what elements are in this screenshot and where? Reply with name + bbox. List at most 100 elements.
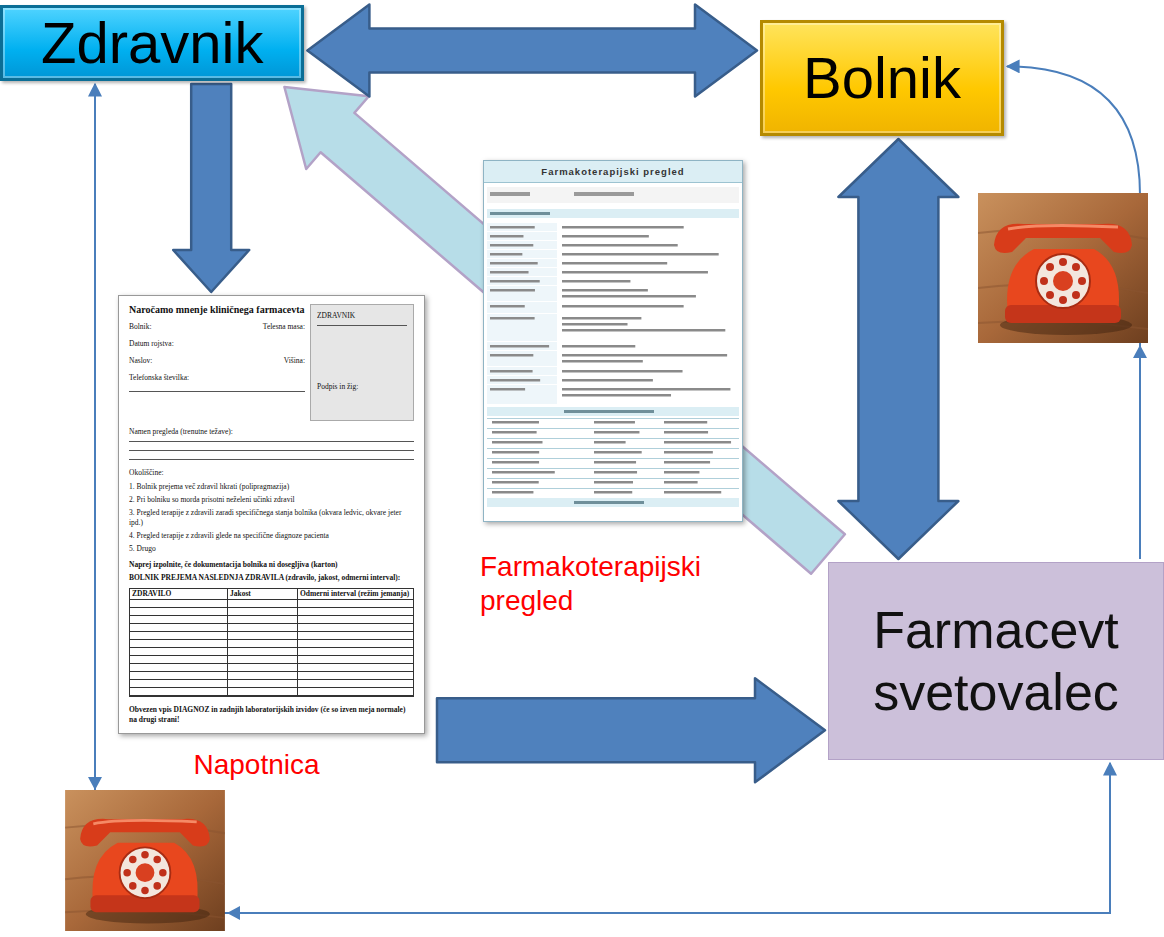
table-cell	[298, 640, 413, 648]
label-cell	[487, 351, 557, 366]
panel-space	[317, 392, 407, 414]
text-bar	[490, 271, 529, 274]
form-field: Telefonska številka:	[129, 373, 189, 383]
document-title: Farmakoterapijski pregled	[484, 161, 742, 183]
table-cell	[130, 616, 228, 624]
text-bar	[490, 253, 522, 256]
text-bar	[490, 262, 538, 265]
text-bar	[490, 388, 525, 391]
table-header: Jakost	[228, 589, 298, 600]
text-bar	[562, 226, 684, 229]
patient-box: Bolnik	[760, 20, 1004, 136]
box-label: Bolnik	[803, 47, 961, 109]
panel-space	[317, 334, 407, 382]
form-item: 1. Bolnik prejema več zdravil hkrati (po…	[129, 482, 414, 492]
section-band	[487, 209, 739, 218]
table-cell	[228, 656, 298, 664]
doctor-box: Zdravnik	[0, 5, 304, 81]
text-bar	[562, 253, 719, 256]
table-cell	[228, 640, 298, 648]
text-bar	[594, 431, 639, 434]
arrowhead	[1133, 345, 1147, 358]
table-cell	[228, 624, 298, 632]
text-bar	[562, 329, 725, 332]
block-arrow	[838, 139, 958, 559]
text-bar	[664, 451, 713, 454]
ruled-line	[129, 391, 305, 392]
label-cell	[487, 376, 557, 384]
form-field: Naslov:	[129, 356, 152, 366]
table-line	[487, 458, 739, 460]
ruled-line	[129, 441, 414, 442]
table-cell	[228, 672, 298, 680]
text-bar	[562, 379, 653, 382]
text-bar	[490, 212, 550, 215]
section-band	[487, 407, 739, 416]
text-bar	[492, 431, 537, 434]
label-cell	[487, 314, 557, 341]
form-note: BOLNIK PREJEMA NASLEDNJA ZDRAVILA (zdrav…	[129, 573, 414, 583]
table-cell	[130, 688, 228, 696]
text-bar	[562, 317, 641, 320]
form-row: Telefonska številka:	[129, 373, 305, 383]
text-bar	[562, 280, 630, 283]
label-cell	[487, 367, 557, 375]
text-bar	[562, 271, 708, 274]
text-bar	[594, 471, 637, 474]
text-bar	[562, 295, 696, 298]
text-bar	[562, 235, 649, 238]
text-bar	[490, 370, 533, 373]
table-cell	[130, 664, 228, 672]
text-bar	[490, 345, 549, 348]
table-cell	[228, 680, 298, 688]
form-field: Višina:	[284, 356, 305, 366]
form-item: 2. Pri bolniku so morda prisotni neželen…	[129, 495, 414, 505]
form-row: Bolnik: Telesna masa:	[129, 322, 305, 332]
table-cell	[298, 672, 413, 680]
signature-panel: ZDRAVNIKPodpis in žig:	[310, 304, 414, 421]
block-arrow	[173, 84, 249, 292]
block-arrow	[437, 678, 825, 782]
text-bar	[490, 317, 535, 320]
panel-heading: ZDRAVNIK	[317, 311, 407, 321]
text-bar	[594, 461, 636, 464]
text-bar	[664, 491, 721, 494]
text-bar	[562, 262, 667, 265]
form-field: Bolnik:	[129, 322, 152, 332]
form-fields: Naročamo mnenje kliničnega farmacevtaBol…	[129, 304, 305, 421]
text-bar	[564, 410, 654, 413]
text-bar	[594, 491, 632, 494]
table-cell	[130, 656, 228, 664]
table-cell	[228, 616, 298, 624]
text-bar	[562, 305, 684, 308]
table-header: ZDRAVILO	[130, 589, 228, 600]
table-cell	[130, 640, 228, 648]
text-bar	[490, 379, 540, 382]
telephone-picture	[978, 193, 1148, 343]
form-item: 3. Pregled terapije z zdravili zaradi sp…	[129, 508, 414, 528]
table-cell	[130, 648, 228, 656]
text-bar	[594, 441, 626, 444]
table-cell	[298, 616, 413, 624]
text-bar	[664, 441, 731, 444]
text-bar	[492, 451, 539, 454]
table-line	[487, 428, 739, 430]
box-label: Farmacevt svetovalec	[839, 599, 1153, 723]
text-bar	[490, 280, 540, 283]
text-bar	[562, 388, 730, 391]
text-bar	[562, 360, 643, 363]
arrowhead	[227, 906, 240, 920]
label-cell	[487, 232, 557, 240]
text-bar	[562, 370, 683, 373]
text-bar	[574, 192, 634, 196]
table-cell	[298, 600, 413, 608]
table-cell	[228, 632, 298, 640]
label-cell	[487, 277, 557, 285]
ruled-line	[129, 459, 414, 460]
text-bar	[490, 354, 533, 357]
table-cell	[228, 688, 298, 696]
table-cell	[228, 648, 298, 656]
form-field: Telesna masa:	[263, 322, 305, 332]
text-bar	[664, 471, 699, 474]
